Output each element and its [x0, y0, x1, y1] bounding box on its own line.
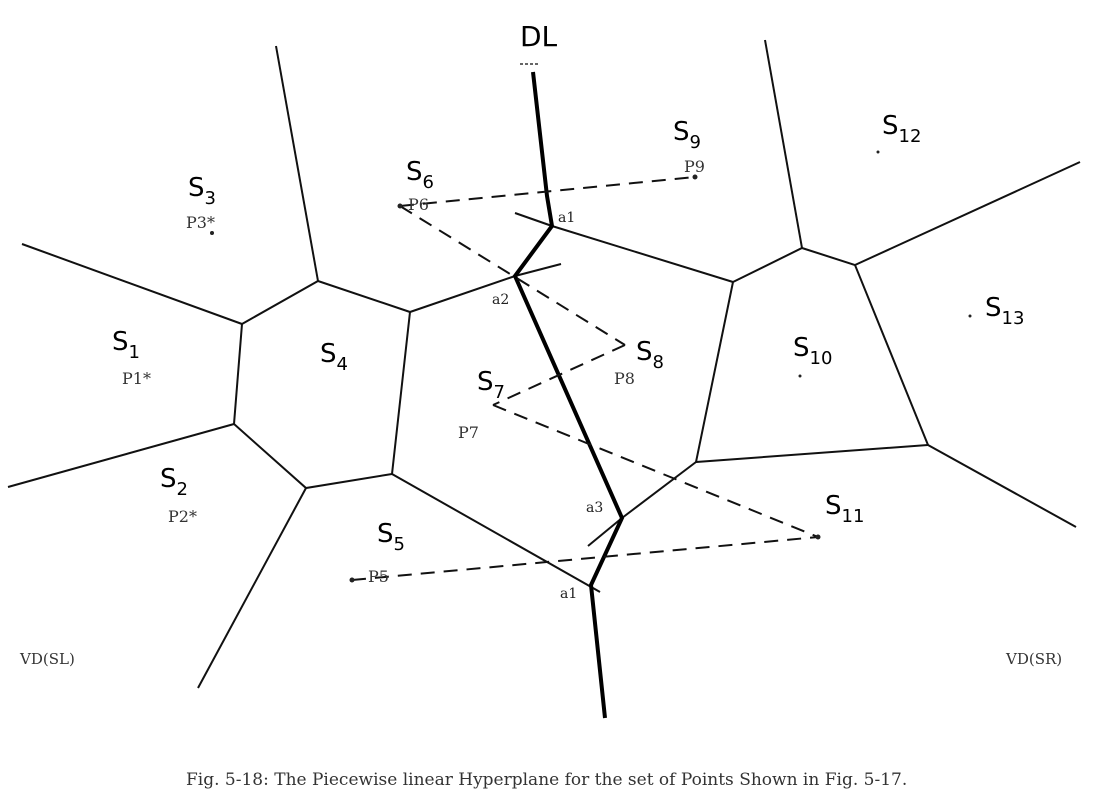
point-p6	[397, 203, 403, 209]
dividing-line-label: DL	[520, 20, 558, 53]
edge-s3-s4-upper	[275, 45, 319, 282]
edge-s6-stub	[514, 263, 562, 277]
figure-caption: Fig. 5-18: The Piecewise linear Hyperpla…	[186, 770, 907, 790]
point-label-p3: P3*	[186, 213, 215, 232]
point-label-p1: P1*	[122, 369, 151, 388]
dash-p6-p8	[399, 205, 626, 346]
region-label-s11: S11	[825, 491, 864, 527]
region-label-s7: S7	[477, 367, 505, 403]
vertex-labels: a1 a2 a3 a1	[492, 210, 603, 602]
cell-s10-boundary	[694, 246, 930, 464]
edge-s1-s2	[7, 423, 235, 488]
region-label-s2: S2	[160, 464, 188, 500]
point-label-p7: P7	[458, 423, 479, 442]
region-label-s5: S5	[377, 519, 405, 555]
point-label-p5: P5	[368, 567, 389, 586]
point-p11	[815, 534, 821, 540]
edge-s7-s11-stub	[587, 517, 623, 547]
dash-p5-p11	[351, 536, 819, 581]
point-marks	[210, 150, 972, 583]
edge-s1-s3	[21, 243, 243, 325]
edge-s11-s13	[927, 444, 1077, 528]
dash-p8-p7	[492, 344, 626, 406]
edge-s9-stub	[514, 212, 553, 227]
dash-p7-p11	[492, 404, 819, 538]
vertex-label-a1-top: a1	[558, 210, 575, 226]
vertex-label-a2: a2	[492, 292, 509, 308]
point-p3	[210, 231, 214, 235]
region-label-s9: S9	[673, 117, 701, 153]
piecewise-hyperplane	[512, 71, 625, 719]
point-p12	[876, 150, 880, 154]
edge-s9-s12	[764, 39, 803, 249]
dashed-connections	[351, 176, 819, 581]
point-p5	[349, 577, 355, 583]
point-p13	[968, 314, 972, 318]
region-label-s3: S3	[188, 173, 216, 209]
point-label-p2: P2*	[168, 507, 197, 526]
edge-s12-s13	[854, 161, 1081, 266]
region-label-s13: S13	[985, 293, 1024, 329]
vertex-label-a4: a1	[560, 586, 577, 602]
side-label-right: VD(SR)	[1005, 650, 1062, 668]
region-label-s6: S6	[406, 157, 434, 193]
region-label-s4: S4	[320, 339, 348, 375]
region-label-s12: S12	[882, 111, 921, 147]
edge-s9-s10	[551, 225, 734, 283]
point-p10	[798, 374, 802, 378]
cell-s4-boundary	[232, 279, 412, 490]
edge-s10-s11	[621, 461, 697, 519]
point-p9	[692, 174, 698, 180]
right-voronoi-edges	[514, 39, 1081, 547]
region-label-s1: S1	[112, 327, 140, 363]
point-label-p6: P6	[408, 195, 429, 214]
left-voronoi-edges	[7, 45, 601, 689]
edge-s5-s7	[391, 473, 601, 593]
point-label-p9: P9	[684, 157, 705, 176]
edge-s2-s5	[197, 487, 307, 689]
point-labels: P1* P2* P3* P5 P6 P7 P8 P9	[122, 157, 705, 586]
point-label-p8: P8	[614, 369, 635, 388]
side-label-left: VD(SL)	[19, 650, 75, 668]
edge-s4-s6	[409, 275, 516, 313]
dash-p6-p9	[399, 176, 696, 207]
region-label-s8: S8	[636, 337, 664, 373]
region-labels: S1 S2 S3 S4 S5 S6 S7 S8 S9 S10 S11 S12 S…	[112, 111, 1024, 555]
vertex-label-a3: a3	[586, 500, 603, 516]
region-label-s10: S10	[793, 333, 832, 369]
